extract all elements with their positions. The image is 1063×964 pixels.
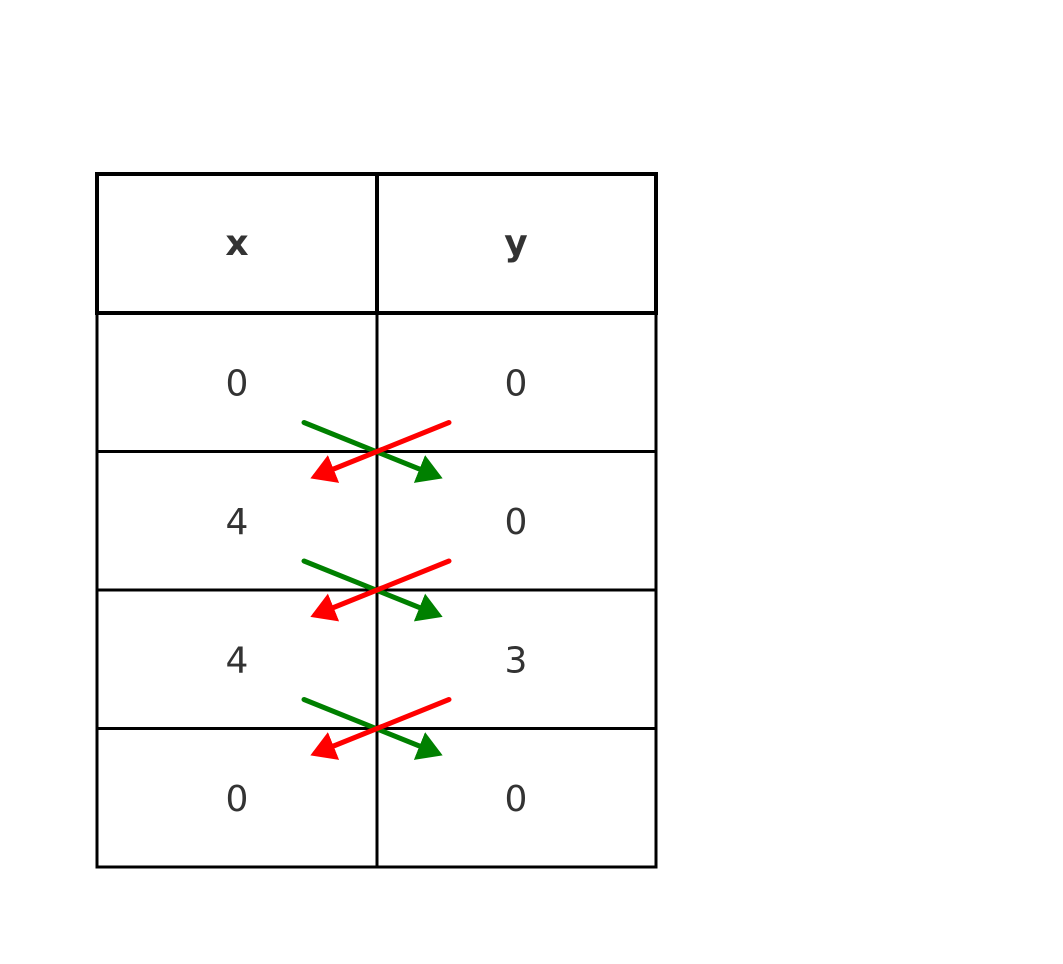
arrow-down-right bbox=[301, 420, 443, 483]
cell-x: 4 bbox=[226, 502, 249, 543]
cell-x: 0 bbox=[226, 779, 249, 820]
arrow-down-right bbox=[301, 697, 443, 760]
cell-y: 0 bbox=[505, 502, 528, 543]
cell-y: 0 bbox=[505, 779, 528, 820]
arrow-down-right bbox=[301, 558, 443, 622]
cross-multiplication-arrows bbox=[301, 420, 452, 760]
table-cells: x y 0 0 4 0 4 3 0 0 bbox=[225, 223, 527, 820]
arrow-down-left bbox=[310, 697, 452, 760]
cell-x: 0 bbox=[226, 363, 249, 404]
header-x: x bbox=[225, 223, 248, 264]
arrow-down-left bbox=[310, 558, 452, 622]
cell-y: 3 bbox=[505, 640, 528, 681]
cell-x: 4 bbox=[226, 640, 249, 681]
header-y: y bbox=[504, 223, 527, 264]
cell-y: 0 bbox=[505, 363, 528, 404]
arrow-down-left bbox=[310, 420, 452, 483]
table-grid bbox=[95, 172, 658, 869]
